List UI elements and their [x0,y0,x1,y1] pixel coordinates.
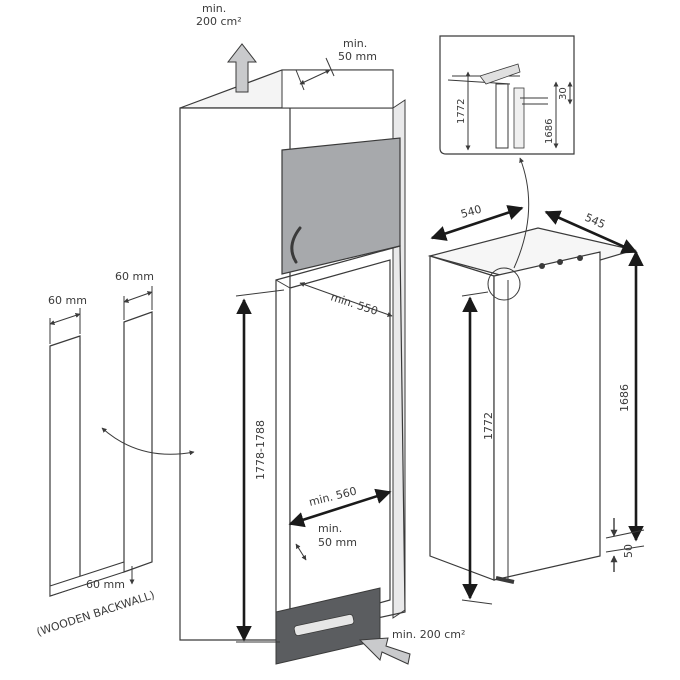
top-vent-arrow [226,43,258,93]
door-handle [290,226,302,264]
wooden-backwall-label: (WOODEN BACKWALL) [35,588,156,638]
cabinet-left-side [179,107,291,641]
top-gap-dimension [295,57,335,91]
niche-frame [275,245,406,641]
detail-inset [439,35,575,155]
top-vent-label-1: min. [202,2,226,15]
appliance-foot [495,576,515,584]
inner-depth-arrow [299,282,393,317]
detail-height-left-label: 1772 [456,99,467,124]
niche-left-edge [275,279,291,289]
appliance-height-label: 1772 [482,412,495,440]
bottom-gap-label-1: min. [318,522,342,535]
backwall-bottom-strip [49,561,125,597]
plinth-vent [293,614,355,636]
top-gap-label-2: 50 mm [338,50,377,63]
inner-width-arrow [288,488,392,528]
detail-gap-label: 30 [558,87,569,100]
bottom-vent-arrow [358,637,411,665]
backwall-bottom-label: 60 mm [86,578,125,591]
top-gap-label-1: min. [343,37,367,50]
backwall-left-strip [49,335,81,597]
cabinet [179,69,406,665]
appliance-front [493,251,601,581]
wooden-backwall [49,286,153,597]
appliance-depth-label: 545 [583,211,607,231]
bottom-vent-label: min. 200 cm² [392,628,465,641]
backwall-right-strip [123,311,153,573]
appliance-width-label: 540 [459,203,483,221]
appliance-width-arrow [430,205,524,241]
backwall-right-width-label: 60 mm [115,270,154,283]
detail-callout-arrow [513,157,530,269]
bottom-gap-label-2: 50 mm [318,536,357,549]
niche-height-label: 1778-1788 [254,420,267,480]
backwall-to-cabinet-arrow [101,427,195,456]
niche-height-tick-top [235,289,285,297]
appliance-hinge-circle [487,267,521,301]
detail-height-right-label: 1686 [544,119,555,144]
bottom-gap-dimension [295,543,307,561]
bottom-offset-label: 50 [622,544,635,558]
appliance-depth-arrow [544,210,638,254]
backwall-left-width-label: 60 mm [48,294,87,307]
appliance-control-2 [557,259,563,265]
appliance [427,227,637,584]
appliance-control-1 [539,263,545,269]
appliance-control-3 [577,255,583,261]
cabinet-upper-door [281,137,401,275]
appliance-inner-height-label: 1686 [618,384,631,412]
top-vent-label-2: 200 cm² [196,15,242,28]
